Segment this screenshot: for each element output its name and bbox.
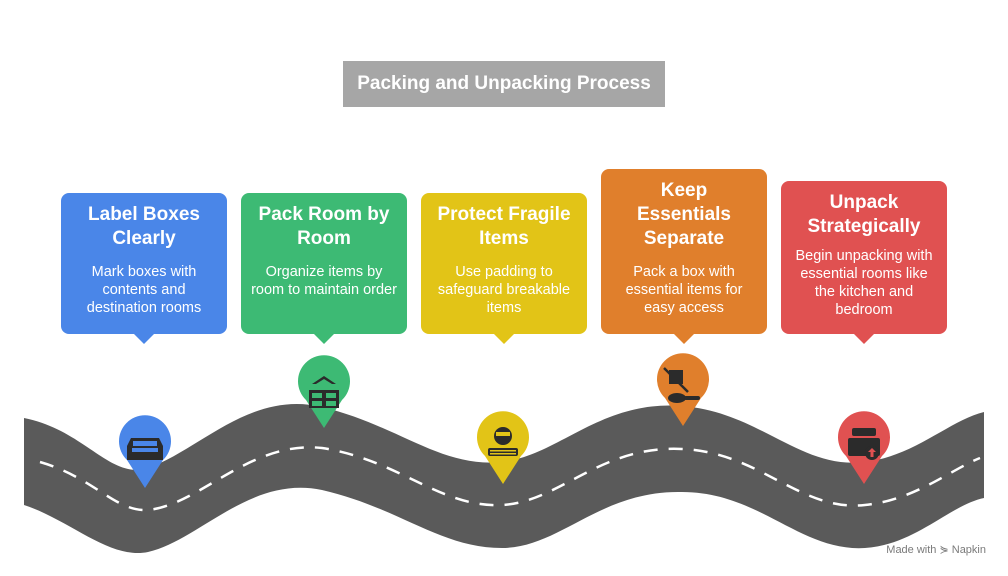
unpack-box-icon xyxy=(848,428,880,460)
step-card-keep-essentials: Keep Essentials Separate Pack a box with… xyxy=(601,169,767,344)
step-heading: Protect Fragile Items xyxy=(437,204,571,249)
watermark: Made with ⋟ Napkin xyxy=(886,544,986,556)
step-marker-2 xyxy=(298,355,350,428)
hanger-boxes-icon xyxy=(309,376,339,408)
road-center-line xyxy=(39,446,981,512)
tray-icon xyxy=(127,438,163,460)
step-heading: Keep Essentials Separate xyxy=(637,180,731,249)
step-description: Pack a box with essential items for easy… xyxy=(625,264,743,316)
page-title: Packing and Unpacking Process xyxy=(343,61,665,107)
step-heading: Unpack Strategically xyxy=(807,192,921,237)
padded-item-icon xyxy=(488,427,518,456)
step-description: Mark boxes with contents and destination… xyxy=(86,264,202,316)
step-card-unpack: Unpack Strategically Begin unpacking wit… xyxy=(781,181,947,344)
step-card-label-boxes: Label Boxes Clearly Mark boxes with cont… xyxy=(61,193,227,344)
step-card-pack-room: Pack Room by Room Organize items by room… xyxy=(241,193,407,344)
step-description: Begin unpacking with essential rooms lik… xyxy=(795,248,933,318)
step-marker-4 xyxy=(656,353,710,426)
step-marker-5 xyxy=(838,411,891,484)
step-description: Organize items by room to maintain order xyxy=(251,264,397,298)
step-card-protect-fragile: Protect Fragile Items Use padding to saf… xyxy=(421,193,587,344)
step-heading: Pack Room by Room xyxy=(258,204,390,249)
step-marker-3 xyxy=(476,411,529,484)
step-heading: Label Boxes Clearly xyxy=(88,204,200,249)
step-marker-1 xyxy=(119,415,172,488)
essentials-box-icon xyxy=(663,367,700,403)
step-description: Use padding to safeguard breakable items xyxy=(437,264,571,316)
